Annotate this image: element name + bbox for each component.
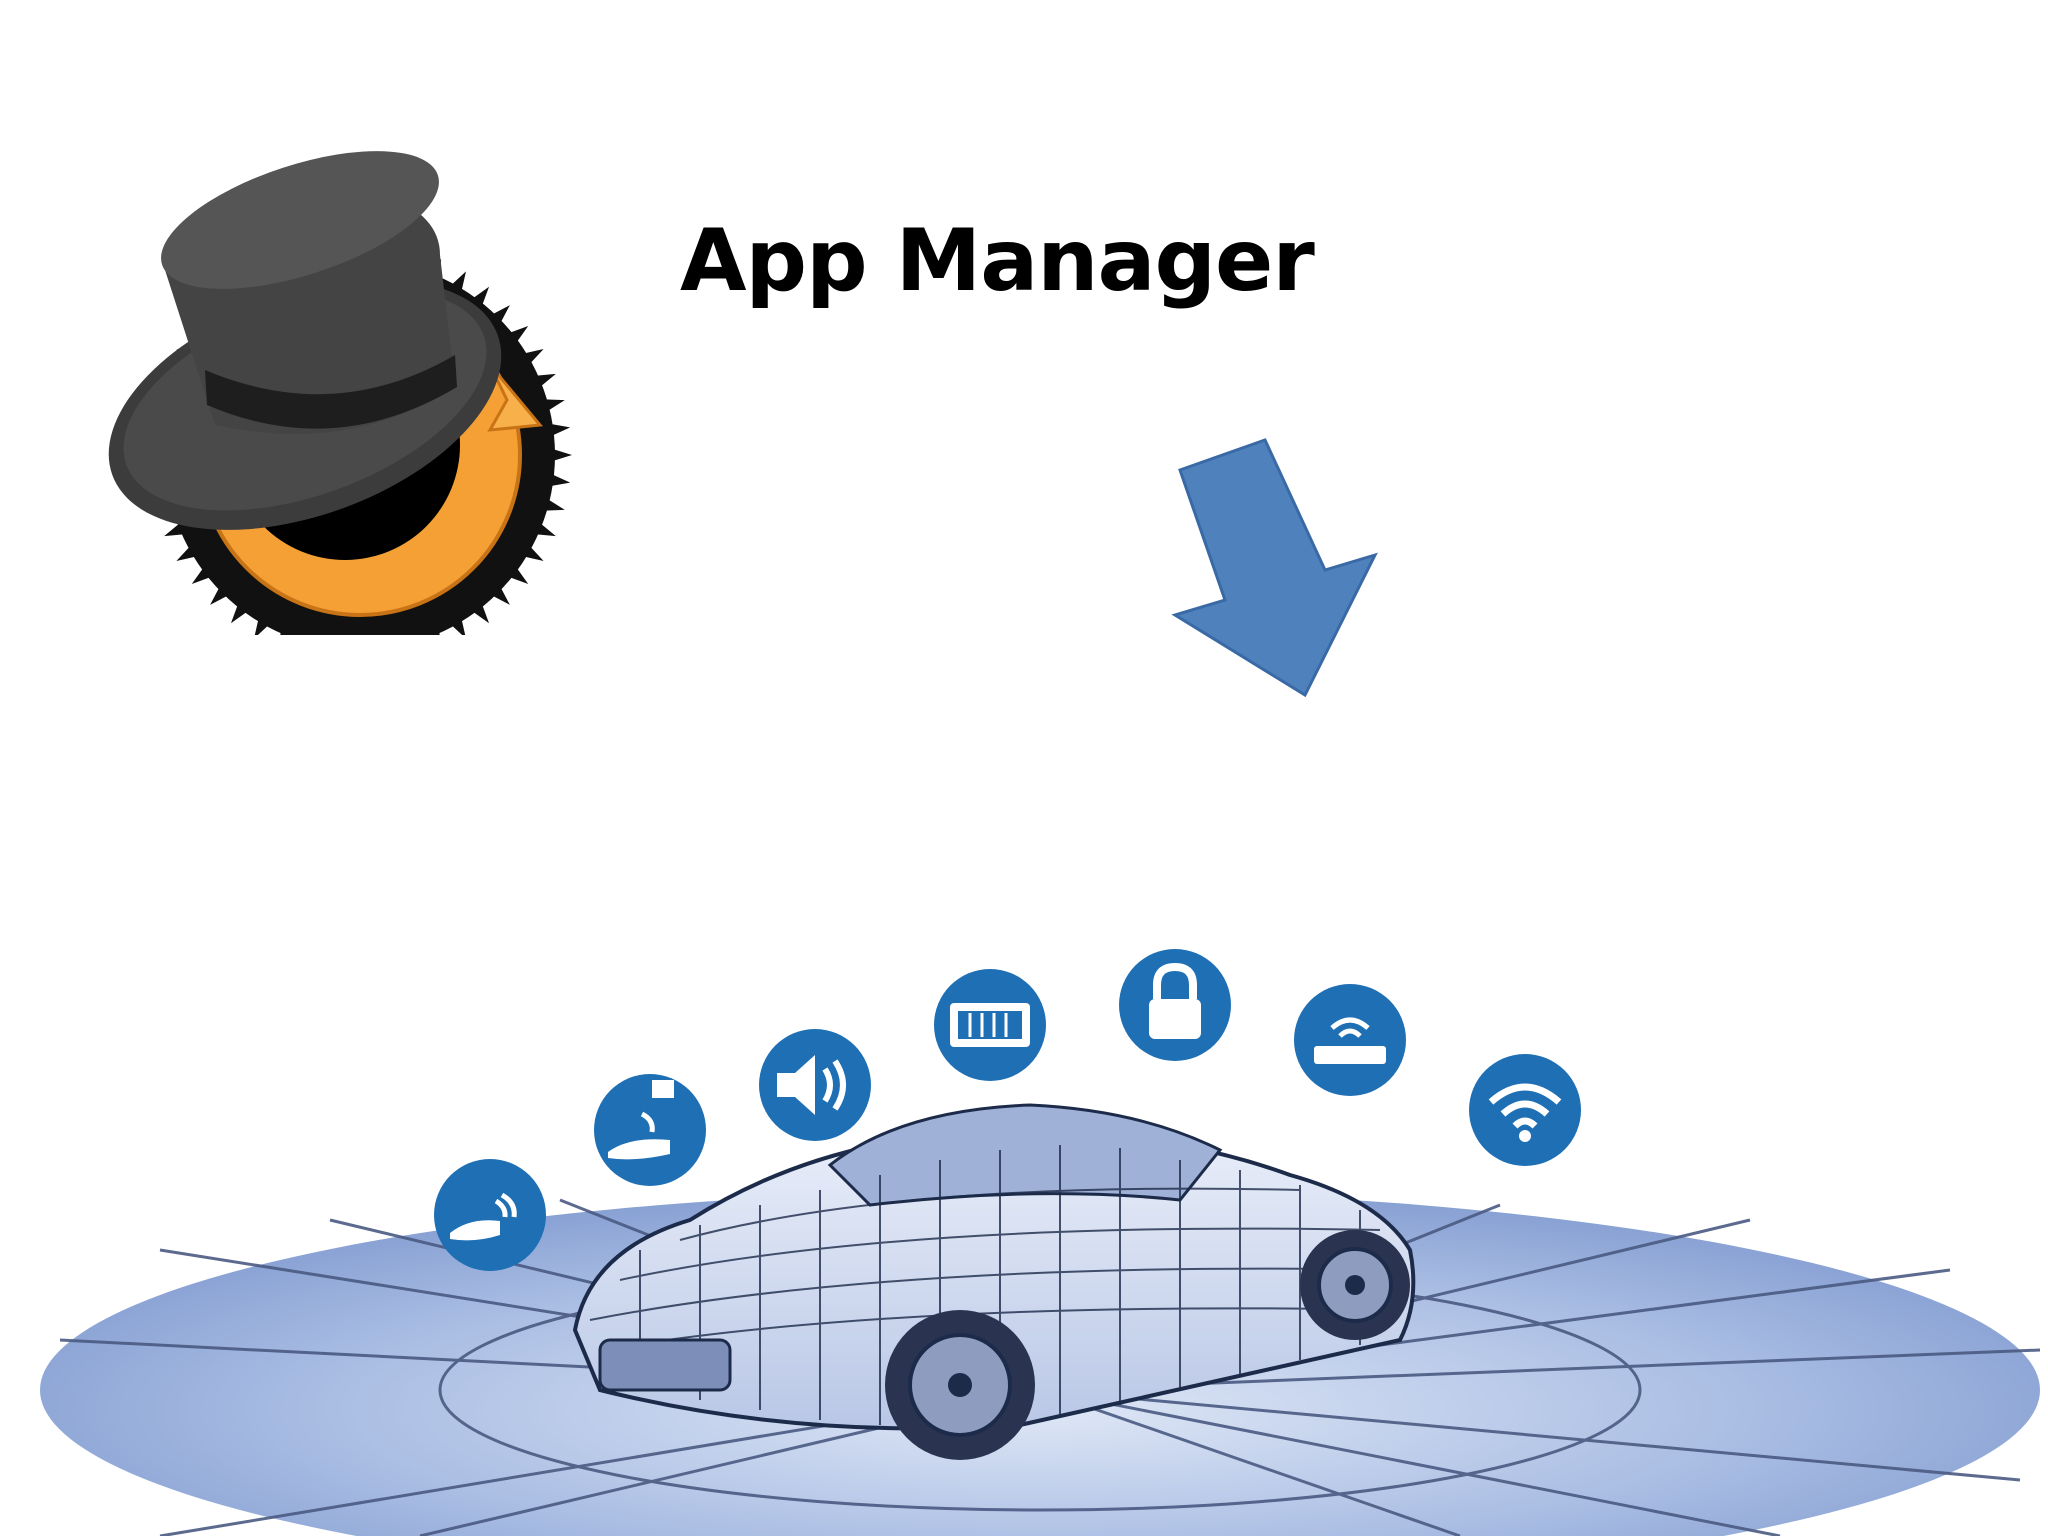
- car-remote-icon: [434, 1159, 546, 1271]
- top-hat-gear-icon: [108, 151, 572, 635]
- down-arrow-icon: [1171, 438, 1378, 698]
- wireframe-car-illustration: [40, 1103, 2041, 1536]
- lock-icon: [1119, 949, 1231, 1061]
- page-title: App Manager: [680, 210, 1315, 311]
- wifi-icon: [1469, 1054, 1581, 1166]
- speaker-icon: [759, 1029, 871, 1141]
- car-delivery-icon: [594, 1074, 706, 1186]
- router-icon: [1294, 984, 1406, 1096]
- dashboard-display-icon: [934, 969, 1046, 1081]
